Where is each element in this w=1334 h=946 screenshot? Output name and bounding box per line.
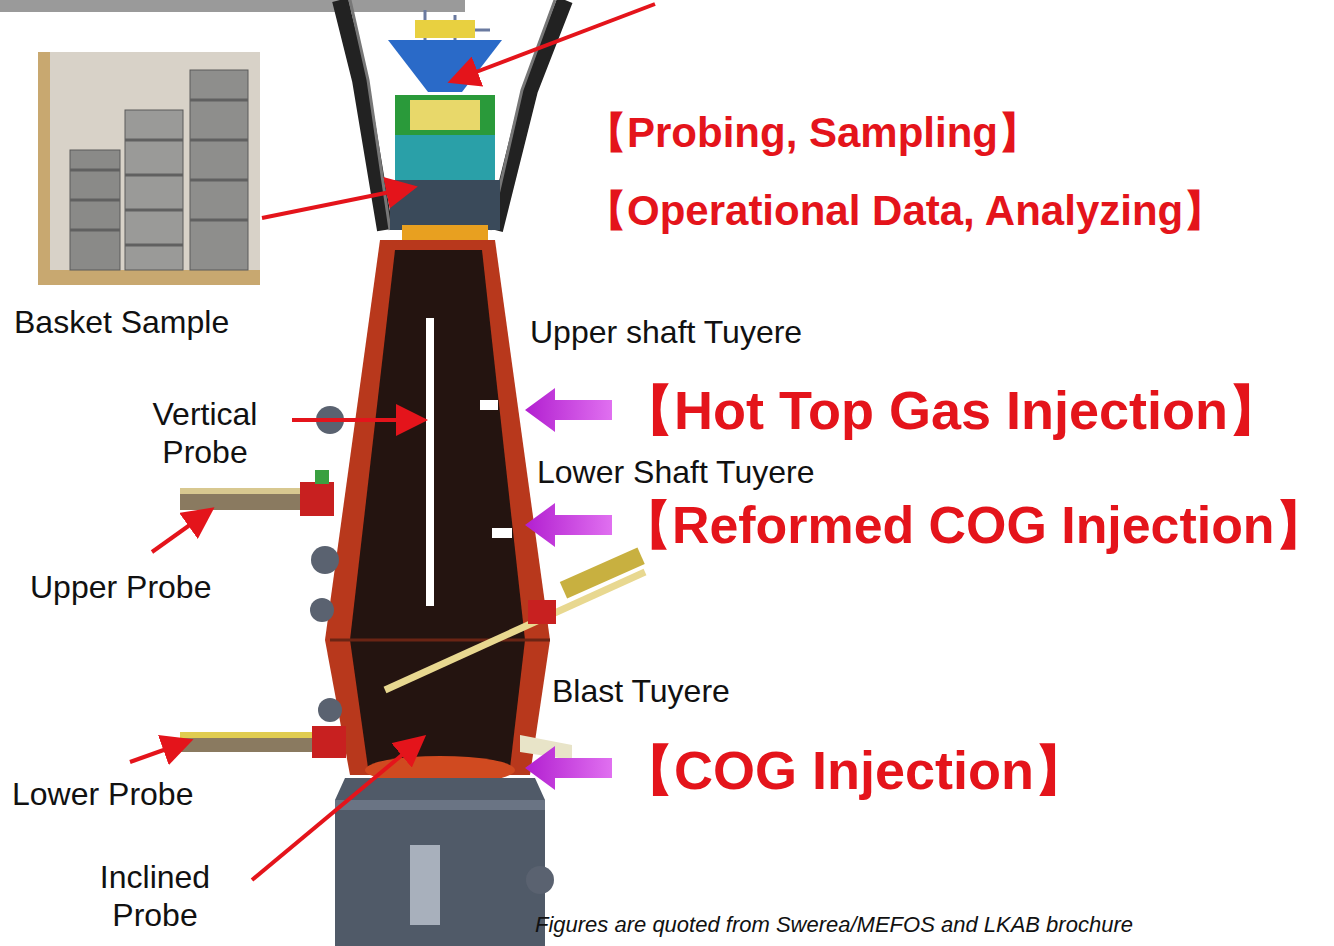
furnace-hearth	[335, 778, 554, 946]
tuyere-label: Upper shaft Tuyere	[530, 313, 802, 351]
tuyere-label: Lower Shaft Tuyere	[537, 453, 814, 491]
probe-label: Vertical Probe	[125, 395, 285, 472]
probe-label: Inclined Probe	[75, 858, 235, 935]
header-bar	[0, 0, 465, 12]
sample-label: Basket Sample	[14, 303, 229, 341]
injection-heading: 【COG Injection】	[620, 738, 1088, 803]
injection-heading: 【Reformed COG Injection】	[620, 494, 1327, 556]
activity-heading: 【Probing, Sampling】	[585, 108, 1040, 158]
probe-label: Lower Probe	[12, 775, 193, 813]
furnace-top	[388, 10, 502, 245]
figure-caption: Figures are quoted from Swerea/MEFOS and…	[535, 912, 1133, 938]
tuyere-label: Blast Tuyere	[552, 672, 730, 710]
probe-label: Upper Probe	[30, 568, 211, 606]
injection-heading: 【Hot Top Gas Injection】	[620, 378, 1282, 443]
basket-photo	[38, 52, 260, 285]
activity-heading: 【Operational Data, Analyzing】	[585, 186, 1225, 236]
injection-arrows	[525, 388, 612, 790]
